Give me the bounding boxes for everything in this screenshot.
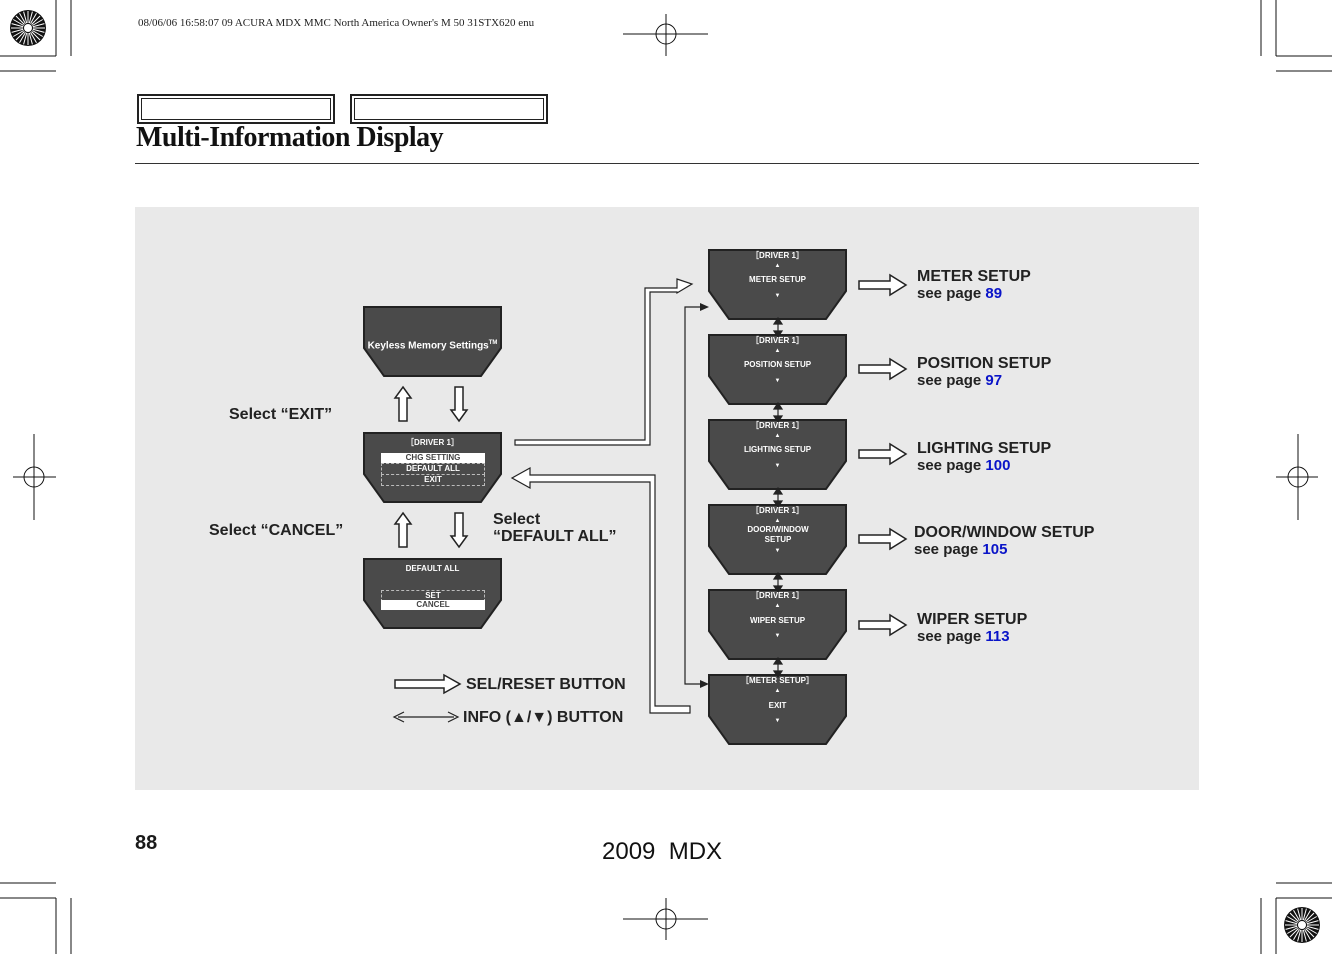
setup-title: POSITION SETUP (917, 355, 1052, 372)
keyless-memory-label: Keyless Memory SettingsTM (367, 340, 498, 352)
page-number: 88 (135, 832, 158, 854)
down-triangle-icon: ▼ (774, 548, 781, 554)
default-all-header: DEFAULT ALL (405, 564, 460, 573)
see-page-link[interactable]: see page 105 (914, 541, 1008, 558)
menu-item-chg-setting: CHG SETTING (381, 453, 485, 463)
screen-header: ［DRIVER 1］ (751, 251, 804, 260)
header-tab-box-right (350, 94, 548, 124)
see-page-link[interactable]: see page 97 (917, 372, 1003, 389)
screen-meter-setup (708, 249, 847, 320)
down-triangle-icon: ▼ (774, 633, 781, 639)
down-triangle-icon: ▼ (774, 718, 781, 724)
screen-default-all (363, 558, 502, 629)
up-triangle-icon: ▲ (774, 433, 781, 439)
see-page-link[interactable]: see page 89 (917, 285, 1003, 302)
print-header: 08/06/06 16:58:07 09 ACURA MDX MMC North… (138, 17, 535, 29)
up-triangle-icon: ▲ (774, 603, 781, 609)
screen-header: ［DRIVER 1］ (751, 421, 804, 430)
arrow-down-default (449, 512, 469, 549)
screen-lighting-setup (708, 419, 847, 490)
see-page-link[interactable]: see page 113 (917, 628, 1010, 645)
arrow-meter (858, 273, 908, 297)
screen-label: METER SETUP (749, 275, 806, 284)
label-select-exit: Select “EXIT” (229, 406, 333, 423)
option-cancel: CANCEL (381, 600, 485, 610)
screen-header: ［DRIVER 1］ (751, 336, 804, 345)
setup-lighting: LIGHTING SETUP see page 100 (917, 440, 1051, 474)
setup-title: METER SETUP (917, 268, 1031, 285)
see-page-link[interactable]: see page 100 (917, 457, 1011, 474)
header-tab-box-left (137, 94, 335, 124)
screen-label: DOOR/WINDOW SETUP (747, 525, 809, 544)
screen-driver-menu (363, 432, 502, 503)
screen-position-setup (708, 334, 847, 405)
down-triangle-icon: ▼ (774, 463, 781, 469)
arrow-position (858, 357, 908, 381)
setup-meter: METER SETUP see page 89 (917, 268, 1031, 302)
connector-return (510, 466, 691, 714)
arrow-up-cancel (393, 511, 413, 548)
screen-label: LIGHTING SETUP (743, 445, 812, 454)
screen-label: POSITION SETUP (743, 360, 812, 369)
arrow-up-exit (393, 385, 413, 422)
setup-title: DOOR/WINDOW SETUP (914, 524, 1095, 541)
screen-label: EXIT (768, 701, 787, 710)
legend-sel-arrow (394, 673, 462, 695)
driver-menu-header: ［DRIVER 1］ (406, 438, 459, 447)
down-triangle-icon: ▼ (774, 293, 781, 299)
arrow-down-menu (449, 386, 469, 423)
setup-position: POSITION SETUP see page 97 (917, 355, 1051, 389)
menu-item-exit: EXIT (381, 474, 485, 486)
label-select-default-line1: Select (493, 511, 541, 528)
arrow-door-window (858, 527, 908, 551)
setup-wiper: WIPER SETUP see page 113 (917, 611, 1027, 645)
legend-info-label: INFO (▲/▼) BUTTON (463, 709, 624, 726)
up-triangle-icon: ▲ (774, 263, 781, 269)
screen-label: WIPER SETUP (749, 616, 806, 625)
screen-door-window-setup (708, 504, 847, 575)
screen-keyless (363, 306, 502, 377)
screen-wiper-setup (708, 589, 847, 660)
arrow-wiper (858, 613, 908, 637)
screen-exit (708, 674, 847, 745)
legend-sel-reset-label: SEL/RESET BUTTON (466, 676, 626, 693)
down-triangle-icon: ▼ (774, 378, 781, 384)
page-title: Multi-Information Display (136, 122, 444, 153)
connector-to-meter (514, 278, 694, 446)
label-select-cancel: Select “CANCEL” (209, 522, 344, 539)
model-footer: 2009 MDX (602, 838, 723, 865)
screen-header: ［DRIVER 1］ (751, 591, 804, 600)
screen-header: ［METER SETUP］ (741, 676, 814, 685)
setup-title: LIGHTING SETUP (917, 440, 1052, 457)
up-triangle-icon: ▲ (774, 518, 781, 524)
screen-header: ［DRIVER 1］ (751, 506, 804, 515)
arrow-lighting (858, 442, 908, 466)
setup-door-window: DOOR/WINDOW SETUP see page 105 (914, 524, 1094, 558)
diagram-panel (135, 207, 1199, 790)
up-triangle-icon: ▲ (774, 688, 781, 694)
info-loop-line (684, 306, 705, 685)
title-rule (135, 163, 1199, 164)
setup-title: WIPER SETUP (917, 611, 1028, 628)
label-select-default-line2: “DEFAULT ALL” (493, 528, 617, 545)
up-triangle-icon: ▲ (774, 348, 781, 354)
